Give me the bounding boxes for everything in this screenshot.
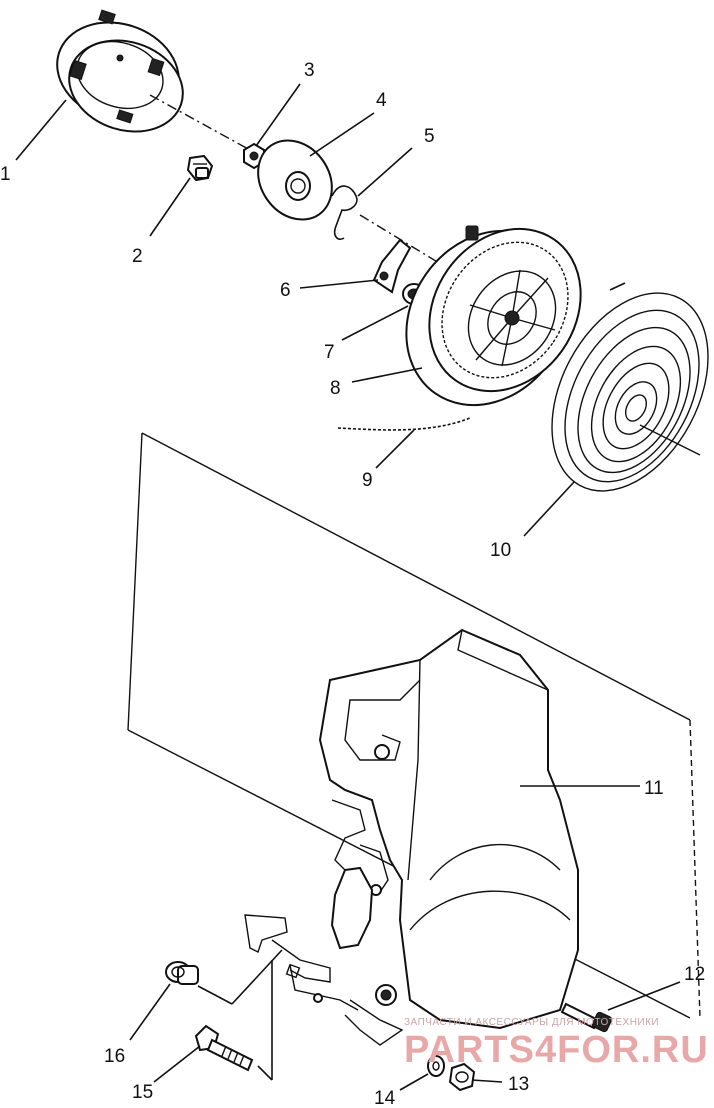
callout-16: 16 (104, 1046, 125, 1067)
part-recoil-spring (551, 282, 709, 492)
part-screw (186, 154, 214, 182)
callout-15: 15 (132, 1082, 153, 1103)
callout-13: 13 (508, 1074, 529, 1095)
callout-12: 12 (684, 964, 705, 985)
part-pawl (372, 238, 412, 294)
callout-14: 14 (374, 1088, 396, 1108)
callout-6: 6 (280, 280, 291, 301)
callout-4: 4 (376, 90, 387, 111)
callout-7: 7 (324, 342, 335, 363)
callout-8: 8 (330, 378, 341, 399)
watermark: ЗАПЧАСТИ И АКСЕССУАРЫ ДЛЯ МОТОТЕХНИКИ PA… (404, 1017, 709, 1071)
part-nut-13 (448, 1062, 476, 1092)
callout-10: 10 (490, 540, 511, 561)
leader-lines (15, 83, 681, 1091)
watermark-tagline: ЗАПЧАСТИ И АКСЕССУАРЫ ДЛЯ МОТОТЕХНИКИ (404, 1017, 659, 1028)
part-mounting-bracket (244, 914, 359, 1011)
callout-9: 9 (362, 470, 373, 491)
part-friction-plate (257, 139, 333, 221)
callout-1: 1 (0, 164, 11, 185)
part-bolt-12 (560, 1002, 613, 1033)
part-rope-pulley (405, 225, 582, 407)
part-starter-rope (337, 417, 471, 431)
callout-5: 5 (424, 126, 435, 147)
part-starter-housing (127, 432, 701, 1046)
watermark-logo: PARTS4FOR.RU (404, 1029, 709, 1071)
callout-3: 3 (304, 60, 315, 81)
callout-2: 2 (132, 246, 143, 267)
part-nut-16 (165, 961, 199, 985)
callout-numbers: 1 2 3 4 5 6 7 8 9 10 11 12 13 14 15 16 (0, 60, 705, 1108)
callout-11: 11 (644, 778, 664, 799)
part-starter-cup (56, 9, 184, 133)
part-bolt-15 (194, 1024, 254, 1072)
part-washer-14 (427, 1055, 445, 1077)
part-spring-clip (331, 185, 358, 241)
